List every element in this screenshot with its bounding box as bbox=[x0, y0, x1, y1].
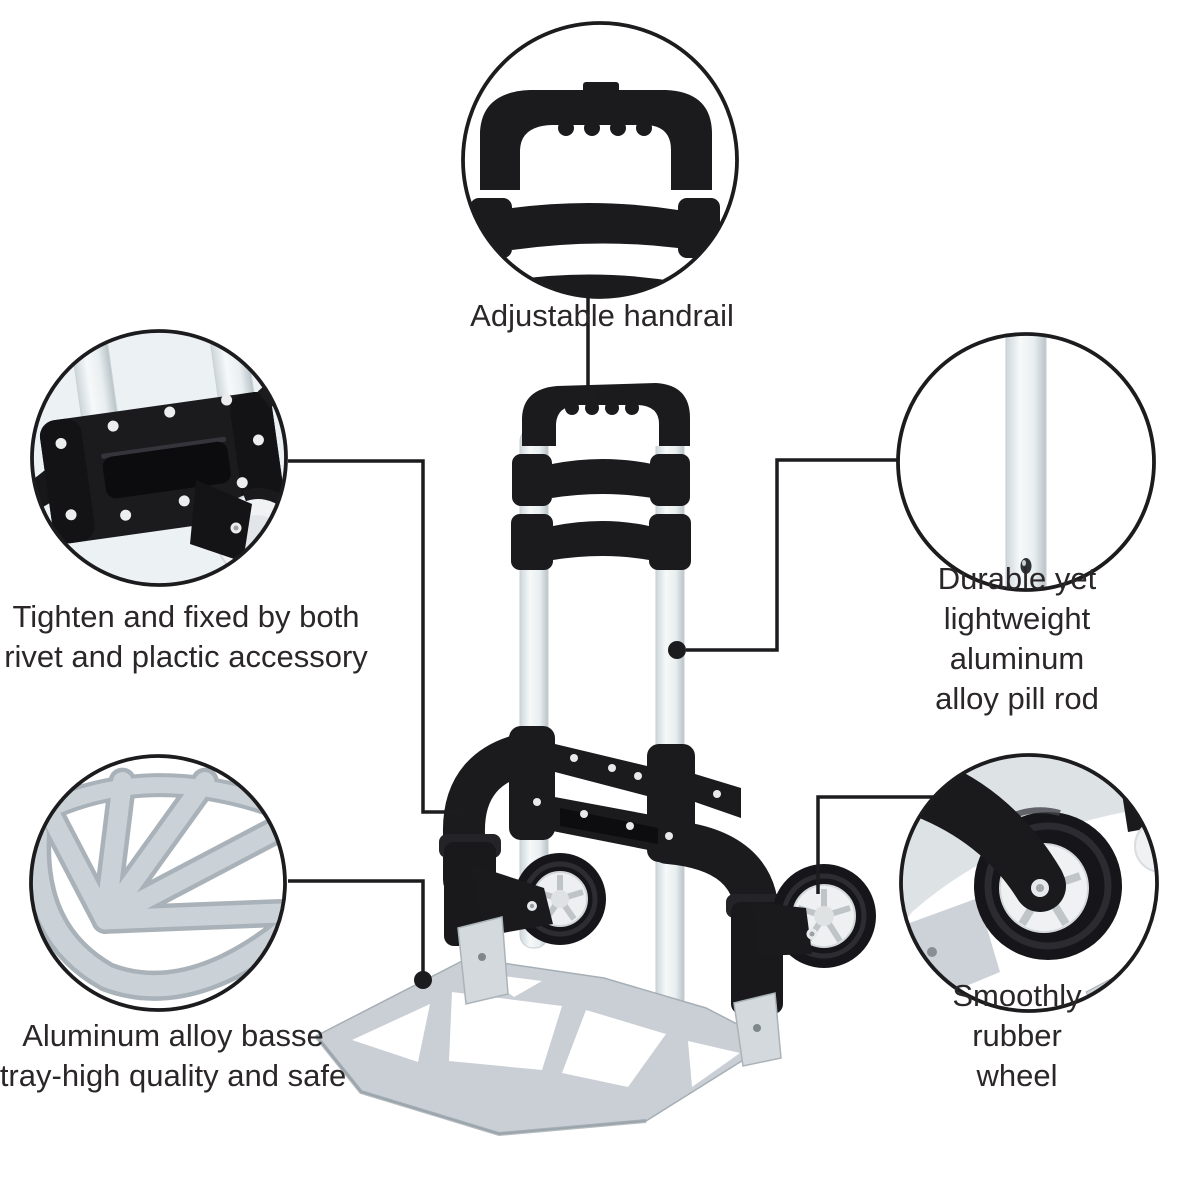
base-tray bbox=[314, 957, 774, 1137]
magnifier-rod bbox=[896, 332, 1156, 592]
telescoping-crossbars bbox=[511, 454, 691, 570]
magnifier-tray bbox=[29, 754, 287, 1012]
rivet-bracket-detail-icon bbox=[32, 331, 286, 585]
magnifier-wheel bbox=[899, 753, 1159, 1013]
callout-line-rod bbox=[686, 458, 897, 652]
right-wheel bbox=[752, 864, 876, 968]
magnifier-ring bbox=[29, 754, 287, 1012]
aluminum-rod-detail-icon bbox=[1005, 334, 1047, 590]
folding-frame bbox=[442, 726, 779, 940]
callout-label-aluminum-rod: Durable yet lightweight aluminum alloy p… bbox=[935, 561, 1099, 716]
tray-brackets bbox=[457, 916, 782, 1067]
callout-label-base-tray: Aluminum alloy basse tray-high quality a… bbox=[0, 1018, 347, 1093]
magnifier-ring bbox=[461, 21, 739, 299]
callout-label-rubber-wheel: Smoothly rubber wheel bbox=[952, 978, 1082, 1093]
base-tray-detail-icon bbox=[31, 767, 285, 1001]
callout-label-rivet-accessory: Tighten and fixed by both rivet and plac… bbox=[4, 599, 368, 674]
magnifier-ring bbox=[896, 332, 1156, 592]
left-wheel bbox=[470, 853, 606, 945]
callout-lines bbox=[288, 298, 934, 989]
callout-dot-handrail bbox=[579, 386, 597, 404]
magnifier-ring bbox=[899, 753, 1159, 1013]
callout-label-adjustable-handrail: Adjustable handrail bbox=[470, 298, 734, 333]
callout-dot-tray bbox=[414, 971, 432, 989]
magnifier-rivet bbox=[30, 329, 288, 587]
callout-dot-rod bbox=[668, 641, 686, 659]
magnifier-ring bbox=[30, 329, 288, 587]
hand-truck bbox=[314, 383, 876, 1137]
callout-line-tray bbox=[288, 879, 425, 974]
callout-line-wheel bbox=[816, 795, 934, 894]
handle-detail-icon bbox=[468, 82, 722, 297]
callout-line-rivet bbox=[288, 459, 459, 814]
magnifier-handrail bbox=[461, 21, 739, 299]
handle bbox=[522, 383, 690, 446]
